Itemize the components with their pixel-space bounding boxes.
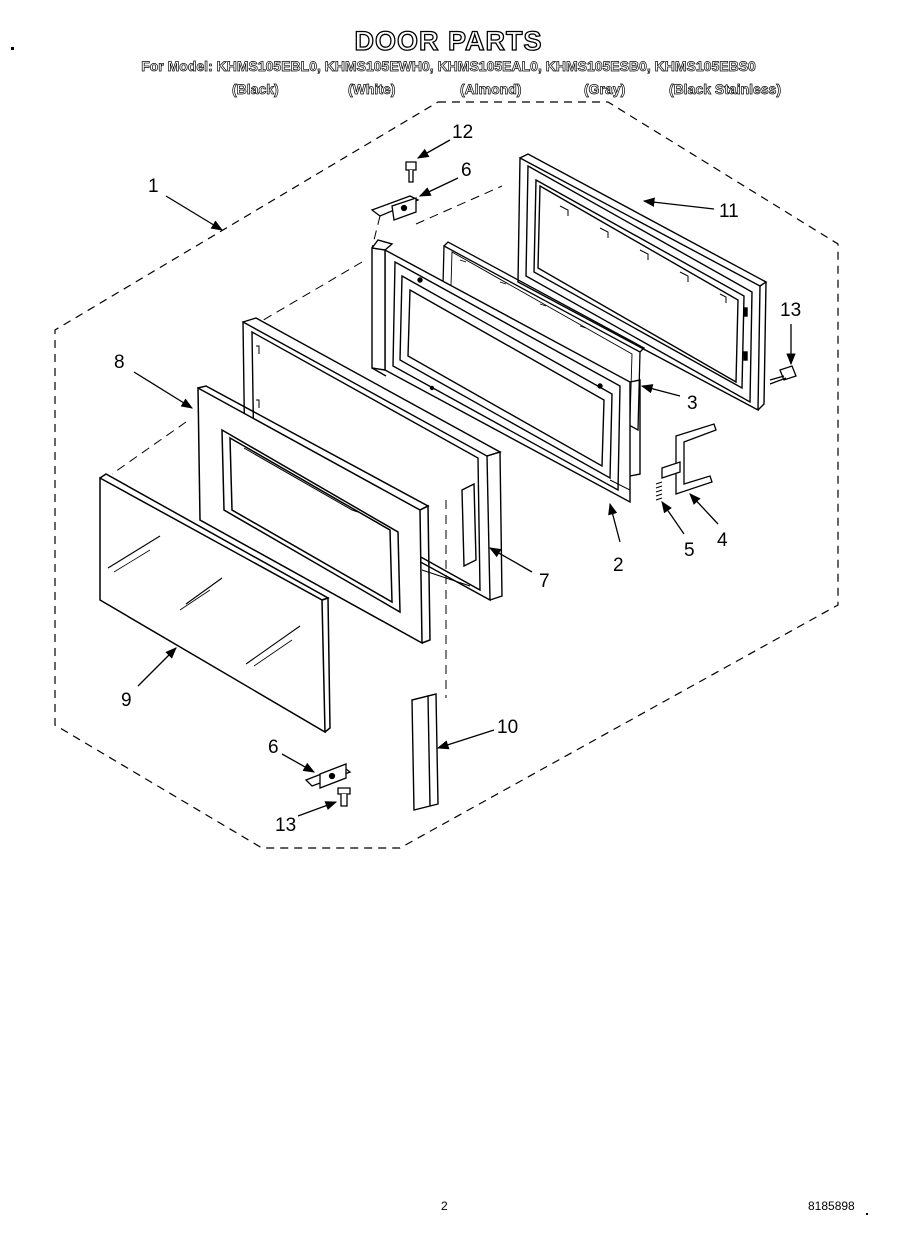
model-list: For Model: KHMS105EBL0, KHMS105EWH0, KHM…: [141, 58, 756, 75]
part-5-latch-spring: [655, 481, 663, 501]
part-6-bottom-hinge: [304, 763, 352, 789]
exploded-view-lines: [111, 185, 503, 698]
callout-6-top: 6: [461, 160, 472, 181]
part-6-top-hinge: [370, 195, 420, 221]
color-black-stainless: (Black Stainless): [669, 81, 782, 98]
callout-9: 9: [121, 690, 132, 711]
callout-13-bottom: 13: [275, 815, 296, 836]
part-2-inner-door: [371, 239, 641, 504]
part-8-outer-frame: [197, 385, 431, 645]
callout-11: 11: [719, 201, 739, 222]
assembly-boundary: [54, 101, 839, 849]
callout-13-right: 13: [780, 300, 801, 321]
part-12-top-screw: [405, 161, 417, 183]
color-black: (Black): [232, 81, 279, 98]
callout-8: 8: [114, 352, 125, 373]
callout-2: 2: [613, 555, 624, 576]
corner-mark: [11, 47, 14, 50]
leader-arrows: [133, 139, 796, 817]
part-10-side-trim: [411, 693, 439, 811]
callout-10: 10: [497, 717, 518, 738]
callout-4: 4: [717, 530, 728, 551]
callout-1: 1: [148, 176, 159, 197]
callout-12: 12: [452, 122, 473, 143]
part-13-bottom-screw: [337, 787, 351, 807]
page-title: DOOR PARTS: [354, 25, 543, 56]
part-4-door-latch: [661, 423, 717, 495]
page-number: 2: [441, 1199, 448, 1213]
color-white: (White): [348, 81, 396, 98]
callout-7: 7: [539, 571, 550, 592]
part-11-door-frame: [517, 153, 768, 412]
document-id: 8185898: [808, 1199, 855, 1213]
color-gray: (Gray): [584, 81, 626, 98]
callout-5: 5: [684, 540, 695, 561]
callout-6-bottom: 6: [268, 737, 279, 758]
part-9-door-glass: [99, 473, 331, 734]
callout-3: 3: [687, 393, 698, 414]
color-almond: (Almond): [460, 81, 522, 98]
corner-mark-bottom: [866, 1213, 868, 1215]
part-13-right-screw: [769, 365, 797, 385]
